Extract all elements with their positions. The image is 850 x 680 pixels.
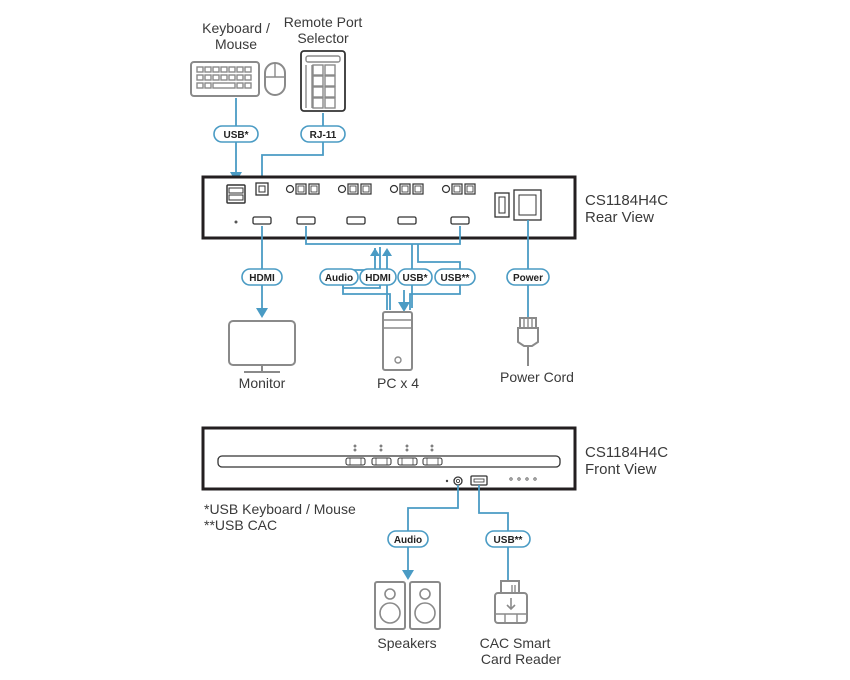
svg-text:USB**: USB** [441, 273, 470, 284]
usb-pc-connector-label: USB* [397, 268, 433, 286]
speakers-icon [374, 581, 441, 630]
power-cord-icon [517, 317, 539, 366]
cac-label-2: Card Reader [481, 651, 561, 667]
svg-text:Audio: Audio [325, 273, 353, 284]
svg-text:USB*: USB* [223, 130, 248, 141]
hdmi-port [296, 216, 316, 225]
rear-model-label: CS1184H4C [585, 192, 668, 209]
remote-port-label-1: Remote Port [284, 14, 363, 30]
pc-tower-icon [382, 311, 413, 371]
svg-text:USB**: USB** [494, 535, 523, 546]
speakers-label: Speakers [377, 635, 436, 651]
rear-pc-port-group [337, 183, 372, 195]
rear-pc-port-group [285, 183, 320, 195]
rear-view-label: Rear View [585, 209, 654, 226]
port-select-button [422, 444, 443, 466]
power-connector-label: Power [506, 268, 550, 286]
port-select-button [397, 444, 418, 466]
hdmi-port [252, 216, 272, 225]
port-select-button [371, 444, 392, 466]
power-cord-label: Power Cord [500, 369, 574, 385]
audio-pc-connector-label: Audio [319, 268, 359, 286]
svg-text:RJ-11: RJ-11 [310, 130, 337, 141]
usbcac-pc-connector-label: USB** [434, 268, 476, 286]
svg-text:USB*: USB* [402, 273, 427, 284]
pc-label: PC x 4 [377, 375, 419, 391]
usb-kbm-connector-label: USB* [213, 125, 259, 143]
svg-text:HDMI: HDMI [365, 273, 391, 284]
hdmi-pc-connector-label: HDMI [359, 268, 397, 286]
keyboard-mouse-label-2: Mouse [215, 36, 257, 52]
svg-text:HDMI: HDMI [249, 273, 275, 284]
hdmi-port [397, 216, 417, 225]
mouse-icon [264, 62, 286, 96]
footnote-usb-cac: **USB CAC [204, 517, 277, 533]
cac-card-reader-icon [494, 580, 528, 624]
rj11-connector-label: RJ-11 [300, 125, 346, 143]
rear-pc-port-group [441, 183, 476, 195]
monitor-label: Monitor [239, 375, 286, 391]
svg-text:Power: Power [513, 273, 543, 284]
footnote-usb-kbm: *USB Keyboard / Mouse [204, 501, 356, 517]
front-view-label: Front View [585, 461, 657, 478]
remote-port-selector-icon [300, 50, 346, 112]
keyboard-mouse-label-1: Keyboard / [202, 20, 270, 36]
port-select-button [345, 444, 366, 466]
front-model-label: CS1184H4C [585, 444, 668, 461]
remote-port-label-2: Selector [297, 30, 349, 46]
hdmi-port [450, 216, 470, 225]
audio-front-connector-label: Audio [387, 530, 429, 548]
hdmi-port [346, 216, 366, 225]
keyboard-icon [190, 61, 260, 97]
rear-pc-port-group [389, 183, 424, 195]
cac-label-1: CAC Smart [480, 635, 551, 651]
front-panel [201, 426, 577, 491]
monitor-icon [228, 320, 296, 373]
usbcac-front-connector-label: USB** [485, 530, 531, 548]
rear-panel [201, 175, 577, 240]
hdmi-monitor-connector-label: HDMI [241, 268, 283, 286]
svg-text:Audio: Audio [394, 535, 422, 546]
